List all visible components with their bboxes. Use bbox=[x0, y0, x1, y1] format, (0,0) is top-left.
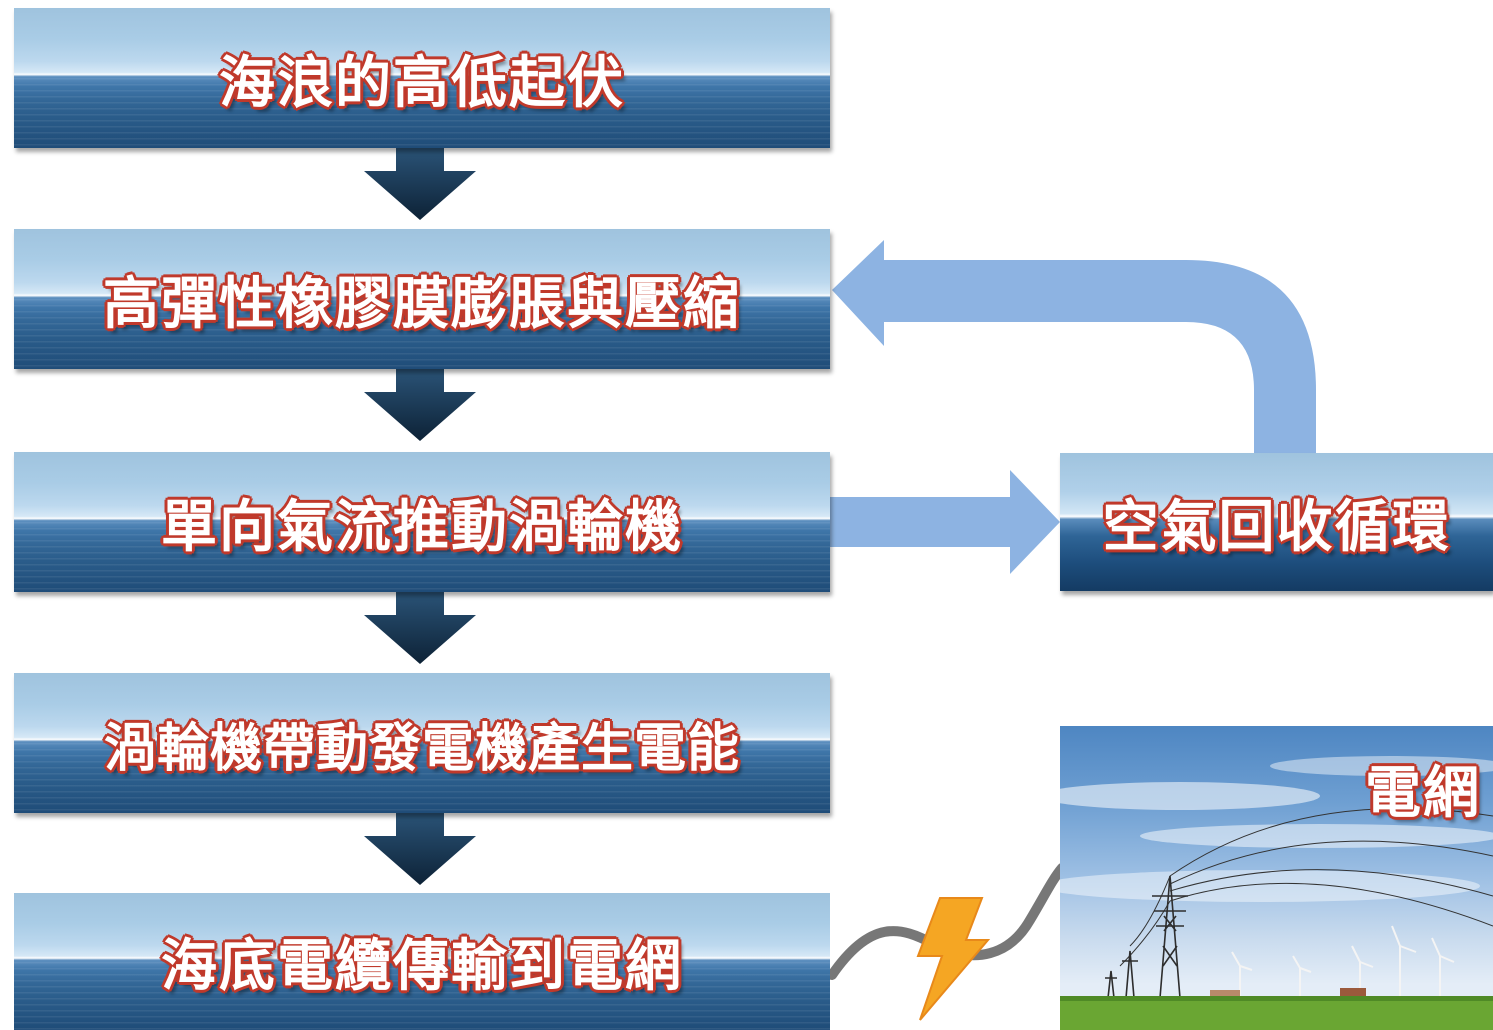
power-grid-photo: 電網 bbox=[1060, 726, 1493, 1030]
step-box-3: 單向氣流推動渦輪機 bbox=[14, 452, 830, 592]
right-arrow-icon bbox=[830, 470, 1060, 574]
lightning-bolt-icon bbox=[916, 897, 991, 1021]
down-arrow-icon bbox=[364, 591, 476, 664]
down-arrow-icon bbox=[364, 368, 476, 441]
step-label-3: 單向氣流推動渦輪機 bbox=[161, 494, 683, 560]
step-label-2: 高彈性橡膠膜膨脹與壓縮 bbox=[103, 271, 741, 337]
step-label-1: 海浪的高低起伏 bbox=[219, 50, 625, 116]
step-box-5: 海底電纜傳輸到電網 bbox=[14, 893, 830, 1030]
air-recycle-label: 空氣回收循環 bbox=[1102, 494, 1451, 560]
wind-turbine-icon bbox=[1231, 925, 1455, 998]
down-arrow-icon bbox=[364, 812, 476, 885]
loop-arrow-icon bbox=[832, 240, 1316, 455]
step-box-4: 渦輪機帶動發電機產生電能 bbox=[14, 673, 830, 813]
power-pylon-icon bbox=[1105, 875, 1188, 999]
step-label-5: 海底電纜傳輸到電網 bbox=[161, 934, 683, 999]
power-grid-label: 電網 bbox=[1365, 761, 1481, 826]
power-grid-scene bbox=[1060, 756, 1493, 1030]
step-box-1: 海浪的高低起伏 bbox=[14, 8, 830, 148]
step-label-4: 渦輪機帶動發電機產生電能 bbox=[103, 718, 740, 779]
step-box-2: 高彈性橡膠膜膨脹與壓縮 bbox=[14, 229, 830, 369]
down-arrow-icon bbox=[364, 147, 476, 220]
air-recycle-box: 空氣回收循環 bbox=[1060, 453, 1493, 591]
